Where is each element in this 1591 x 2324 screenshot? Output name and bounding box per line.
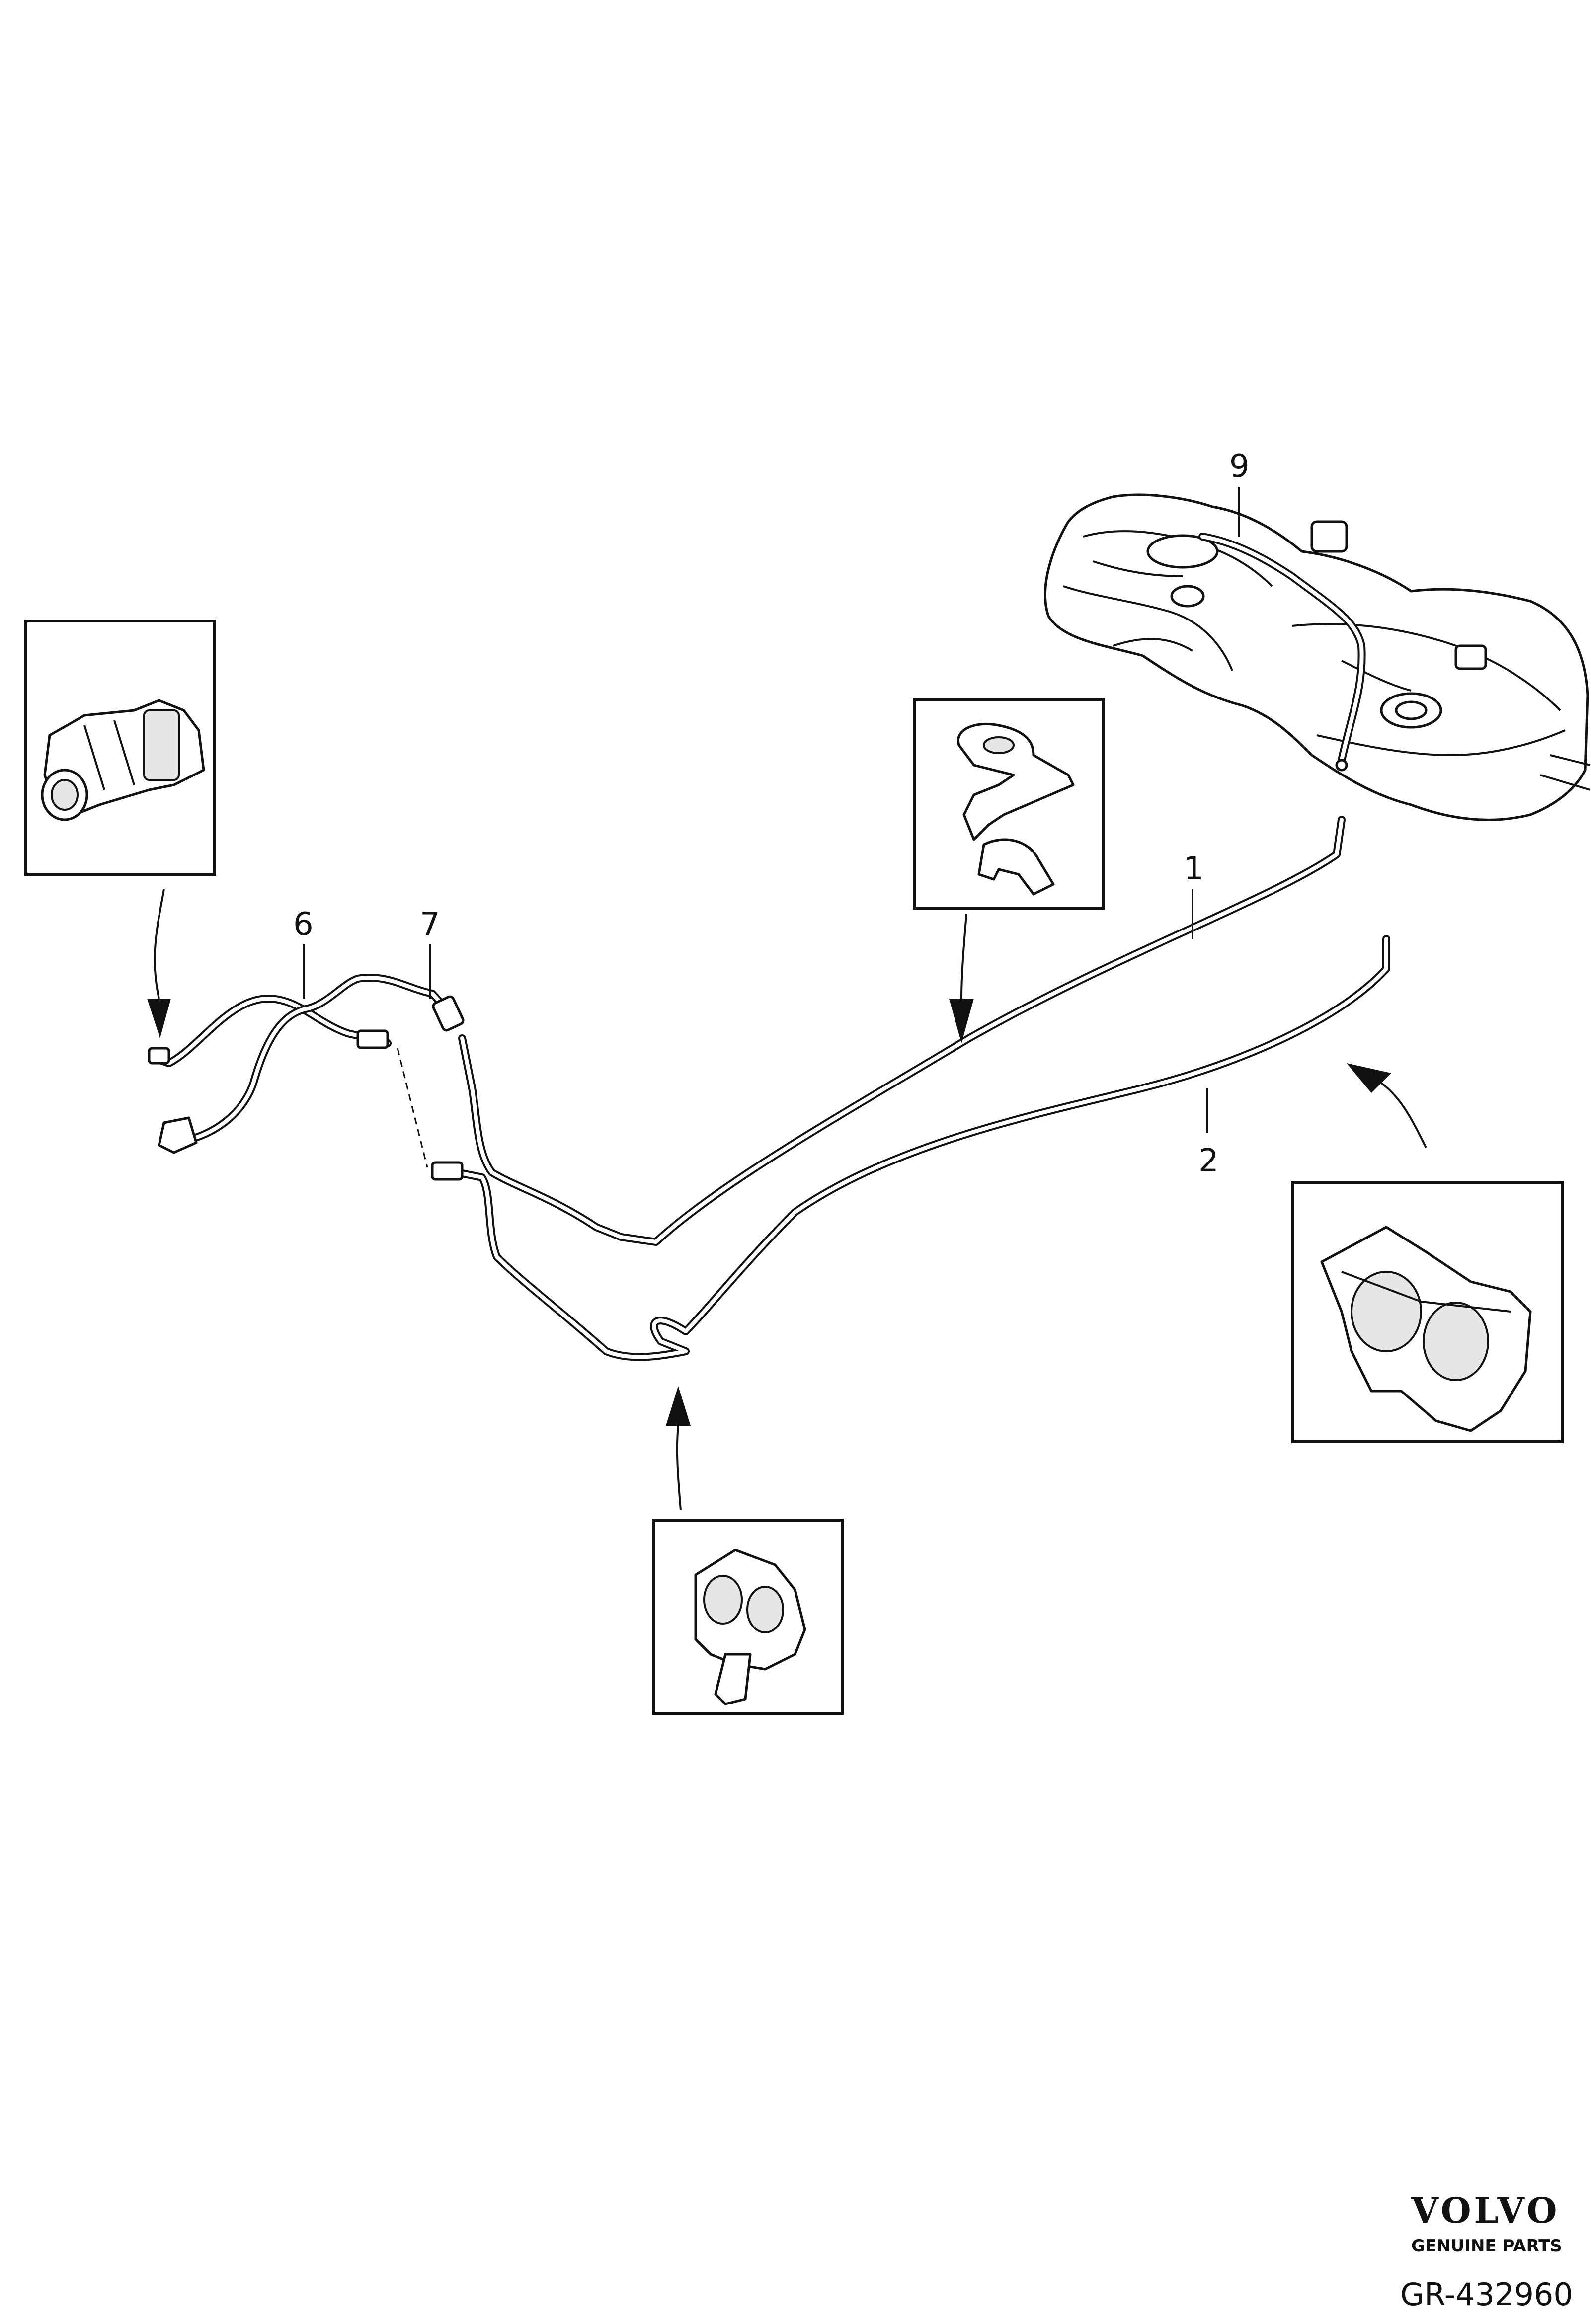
callout-1: 1 (1184, 851, 1204, 887)
detail-box-8 (913, 698, 1105, 910)
fuel-hose-6 (148, 974, 456, 1154)
leader-lines (303, 487, 1240, 1133)
connector-dash (397, 1048, 428, 1168)
fuel-tank (1044, 493, 1591, 821)
volvo-logo: VOLVO (1411, 2190, 1560, 2231)
fuel-line-1 (458, 816, 1346, 1246)
detail-box-4 (652, 1519, 844, 1715)
arrow-3 (1347, 1063, 1427, 1148)
reference-code: GR-432960 (1400, 2276, 1573, 2313)
genuine-parts-label: GENUINE PARTS (1411, 2236, 1562, 2256)
arrow-5 (147, 889, 171, 1038)
fuel-line-2 (453, 935, 1390, 1361)
fuel-hose-7 (356, 995, 465, 1181)
arrow-4 (666, 1386, 691, 1511)
callout-2: 2 (1198, 1143, 1219, 1179)
callout-7: 7 (420, 906, 440, 943)
callout-6: 6 (293, 906, 314, 943)
detail-box-5 (24, 620, 216, 876)
callout-9: 9 (1229, 448, 1250, 485)
detail-box-3 (1291, 1181, 1564, 1443)
arrow-8 (949, 914, 974, 1043)
